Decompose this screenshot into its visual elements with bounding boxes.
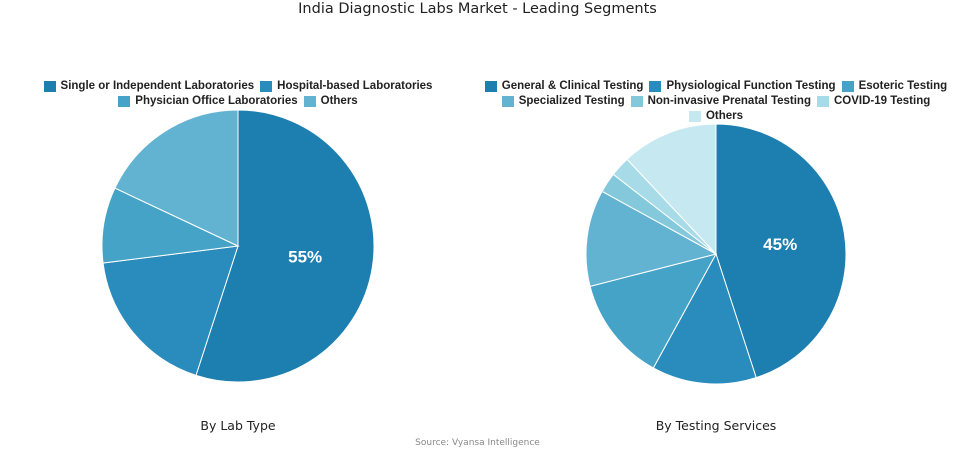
legend-item-covid-19-testing: COVID-19 Testing <box>816 94 931 109</box>
legend-swatch <box>630 96 643 107</box>
chart-title: India Diagnostic Labs Market - Leading S… <box>298 1 657 17</box>
legend-swatch <box>688 111 701 122</box>
legend-swatch <box>841 81 854 92</box>
legend-label: COVID-19 Testing <box>833 95 931 107</box>
legend-swatch <box>484 81 497 92</box>
pie-slice-others <box>114 109 239 247</box>
pie-slice-others <box>626 123 717 256</box>
legend-swatch <box>501 96 514 107</box>
pie-chart-lab-type: 55% <box>101 109 375 383</box>
legend-item-physiological-function-testing: Physiological Function Testing <box>649 79 836 94</box>
legend-testing-services: General & Clinical Testing Physiological … <box>478 79 954 124</box>
legend-swatch <box>303 96 316 107</box>
subtitle-testing-services: By Testing Services <box>655 418 777 433</box>
legend-swatch <box>43 81 56 92</box>
pie-slice-physiological-function-testing <box>652 252 757 385</box>
legend-item-physician-office-laboratories: Physician Office Laboratories <box>118 94 298 109</box>
legend-label: Others <box>320 95 358 107</box>
legend-swatch <box>816 96 829 107</box>
pie-slice-general-clinical-testing <box>715 123 847 379</box>
legend-label: Physiological Function Testing <box>666 80 836 92</box>
legend-label: Hospital-based Laboratories <box>277 80 433 92</box>
legend-lab-type: Single or Independent Laboratories Hospit… <box>20 79 456 109</box>
data-label: 45% <box>763 235 797 254</box>
legend-swatch <box>260 81 273 92</box>
pie-slice-single-or-independent-laboratories <box>195 109 375 383</box>
pie-slice-esoteric-testing <box>589 253 717 369</box>
legend-label: Esoteric Testing <box>858 80 948 92</box>
legend-item-others: Others <box>688 109 744 124</box>
legend-item-others: Others <box>303 94 358 109</box>
legend-item-single-or-independent-laboratories: Single or Independent Laboratories <box>43 79 255 94</box>
legend-label: General & Clinical Testing <box>501 80 644 92</box>
legend-item-hospital-based-laboratories: Hospital-based Laboratories <box>260 79 432 94</box>
legend-swatch <box>118 96 131 107</box>
pie-slice-specialized-testing <box>585 190 718 287</box>
legend-item-non-invasive-prenatal-testing: Non-invasive Prenatal Testing <box>630 94 811 109</box>
source-note: Source: Vyansa Intelligence <box>415 438 540 448</box>
legend-label: Physician Office Laboratories <box>135 95 298 107</box>
pie-chart-testing-services: 45% <box>585 123 847 385</box>
legend-item-esoteric-testing: Esoteric Testing <box>841 79 948 94</box>
legend-item-general-clinical-testing: General & Clinical Testing <box>484 79 644 94</box>
data-label: 55% <box>288 248 322 267</box>
subtitle-lab-type: By Lab Type <box>200 418 276 433</box>
legend-swatch <box>649 81 662 92</box>
legend-label: Specialized Testing <box>518 95 625 107</box>
legend-label: Non-invasive Prenatal Testing <box>647 95 811 107</box>
pie-slice-hospital-based-laboratories <box>102 245 239 376</box>
legend-item-specialized-testing: Specialized Testing <box>501 94 625 109</box>
legend-label: Others <box>705 110 744 122</box>
legend-label: Single or Independent Laboratories <box>60 80 255 92</box>
